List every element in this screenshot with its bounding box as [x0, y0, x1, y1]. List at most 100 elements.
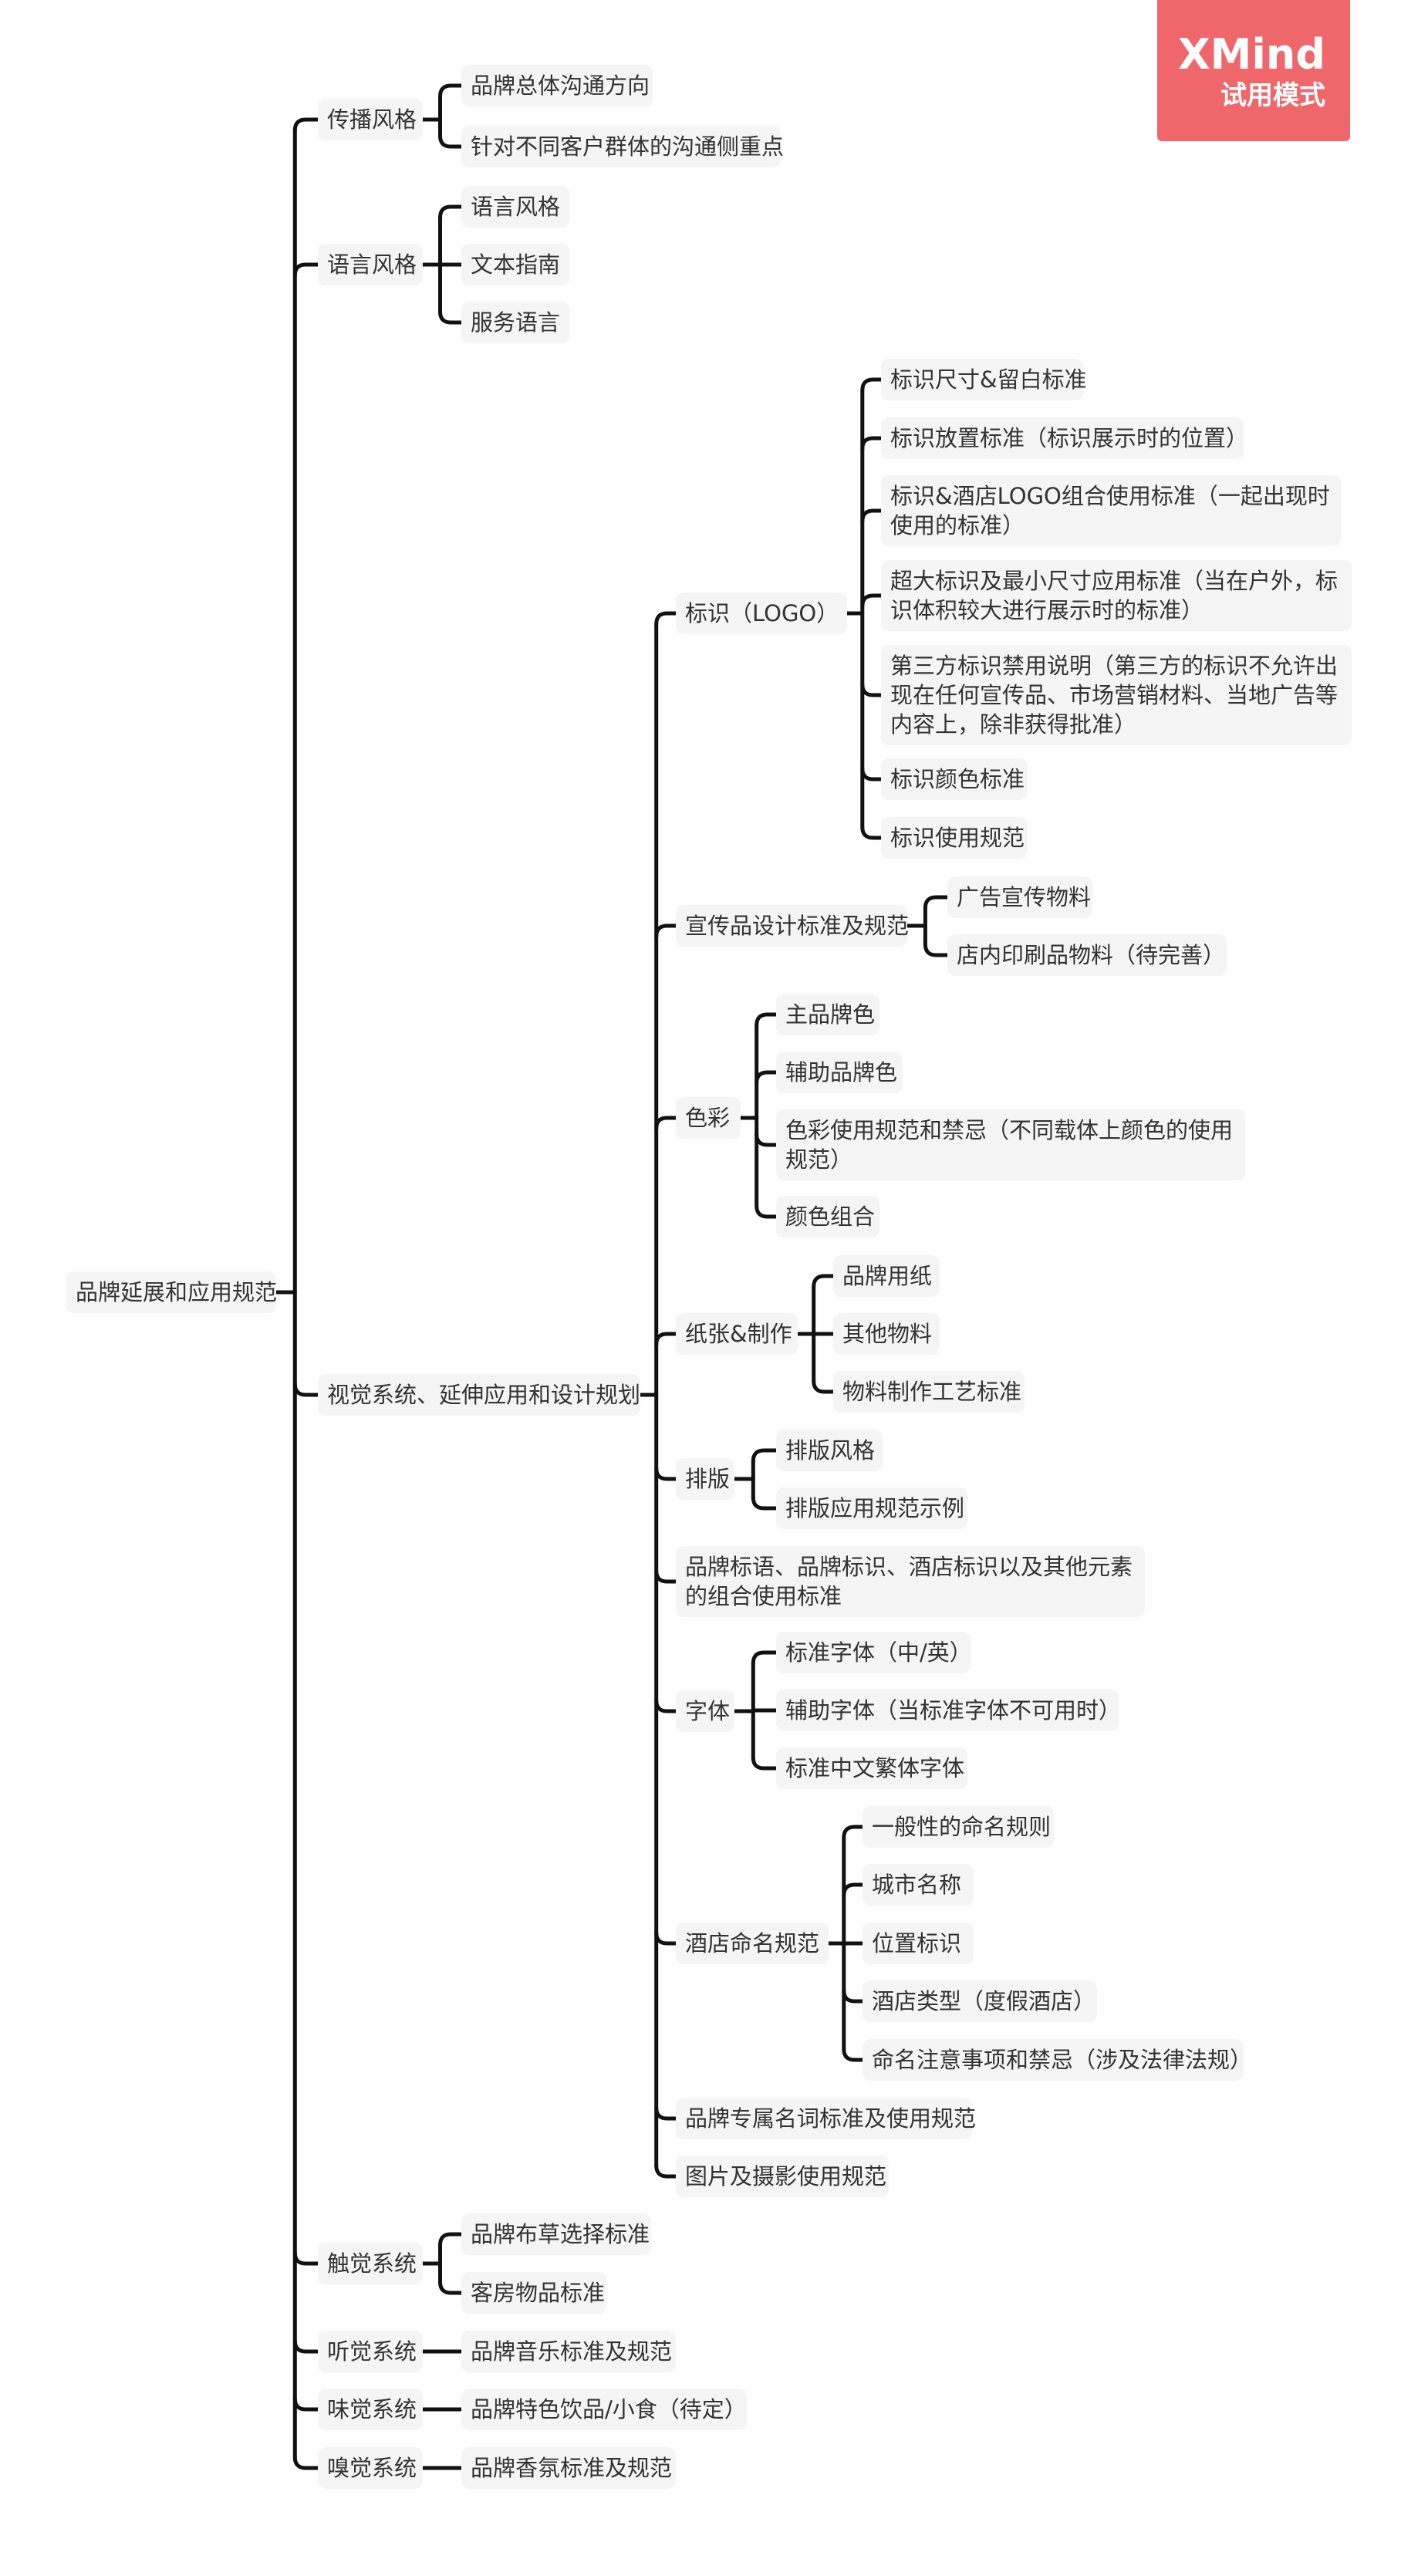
child-connector	[842, 2047, 865, 2062]
main-topic[interactable]: 味觉系统	[318, 2389, 423, 2430]
subtopic[interactable]: 一般性的命名规则	[863, 1806, 1054, 1848]
subtopic[interactable]: 辅助品牌色	[776, 1052, 903, 1093]
subtopic[interactable]: 标识使用规范	[881, 817, 1028, 859]
child-connector	[842, 1988, 865, 2004]
subtopic[interactable]: 排版风格	[776, 1430, 883, 1471]
subtopic[interactable]: 图片及摄影使用规范	[676, 2156, 889, 2197]
child-connector	[755, 1204, 778, 1219]
child-connector	[812, 1274, 836, 1289]
subtopic[interactable]: 针对不同客户群体的沟通侧重点	[461, 126, 784, 167]
subtopic[interactable]: 语言风格	[461, 186, 569, 228]
child-connector	[292, 2396, 320, 2412]
child-connector	[860, 682, 883, 697]
child-connector	[292, 2250, 320, 2266]
child-connector	[842, 1825, 865, 1840]
child-connector	[860, 593, 883, 609]
subtopic[interactable]: 颜色组合	[776, 1196, 879, 1237]
subtopic[interactable]: 命名注意事项和禁忌（涉及法律法规）	[863, 2039, 1252, 2081]
child-connector	[755, 1132, 778, 1147]
subtopic[interactable]: 品牌总体沟通方向	[461, 65, 653, 106]
subtopic[interactable]: 主品牌色	[776, 994, 879, 1035]
subtopic[interactable]: 物料制作工艺标准	[833, 1371, 1025, 1413]
subtopic[interactable]: 品牌用纸	[833, 1255, 940, 1297]
child-connector	[438, 83, 464, 99]
subtopic[interactable]: 城市名称	[863, 1864, 974, 1906]
subtopic[interactable]: 标识&酒店LOGO组合使用标准（一起出现时使用的标准）	[881, 475, 1341, 546]
child-connector	[751, 1495, 778, 1511]
subtopic[interactable]: 广告宣传物料	[947, 876, 1092, 918]
subtopic[interactable]: 品牌音乐标准及规范	[461, 2331, 676, 2372]
child-connector	[292, 1382, 320, 1397]
child-connector	[292, 2338, 320, 2354]
child-connector	[860, 508, 883, 524]
child-connector	[292, 2455, 320, 2470]
subtopic[interactable]: 排版应用规范示例	[776, 1487, 967, 1529]
subtopic[interactable]: 服务语言	[461, 302, 569, 343]
child-connector	[654, 611, 678, 626]
subtopic[interactable]: 辅助字体（当标准字体不可用时）	[776, 1690, 1121, 1731]
subtopic[interactable]: 排版	[676, 1458, 734, 1500]
subtopic[interactable]: 标识颜色标准	[881, 758, 1028, 800]
subtopic[interactable]: 标识放置标准（标识展示时的位置）	[881, 417, 1248, 459]
child-connector	[438, 2280, 464, 2295]
child-connector	[438, 2232, 464, 2247]
child-connector	[438, 309, 464, 325]
child-connector	[755, 1070, 778, 1085]
child-connector	[654, 1332, 678, 1347]
subtopic[interactable]: 色彩	[676, 1097, 741, 1139]
child-connector	[755, 1012, 778, 1028]
subtopic[interactable]: 字体	[676, 1690, 734, 1732]
subtopic[interactable]: 文本指南	[461, 244, 569, 285]
child-connector	[751, 1755, 778, 1771]
subtopic[interactable]: 宣传品设计标准及规范	[676, 905, 909, 947]
subtopic[interactable]: 超大标识及最小尺寸应用标准（当在户外，标识体积较大进行展示时的标准）	[881, 560, 1352, 631]
child-connector	[438, 133, 464, 149]
subtopic[interactable]: 其他物料	[833, 1313, 940, 1355]
child-connector	[860, 766, 883, 782]
main-topic[interactable]: 传播风格	[318, 99, 423, 140]
subtopic[interactable]: 标准字体（中/英）	[776, 1632, 972, 1673]
subtopic[interactable]: 酒店类型（度假酒店）	[863, 1980, 1097, 2022]
subtopic[interactable]: 品牌香氛标准及规范	[461, 2447, 676, 2489]
subtopic[interactable]: 第三方标识禁用说明（第三方的标识不允许出现在任何宣传品、市场营销材料、当地广告等…	[881, 645, 1352, 745]
main-topic[interactable]: 视觉系统、延伸应用和设计规划	[318, 1374, 640, 1416]
subtopic[interactable]: 标准中文繁体字体	[776, 1747, 967, 1789]
subtopic[interactable]: 店内印刷品物料（待完善）	[947, 934, 1227, 976]
subtopic[interactable]: 品牌布草选择标准	[461, 2213, 651, 2255]
child-connector	[654, 1698, 678, 1713]
subtopic[interactable]: 色彩使用规范和禁忌（不同载体上颜色的使用规范）	[776, 1109, 1245, 1180]
main-topic[interactable]: 语言风格	[318, 244, 423, 285]
child-connector	[860, 825, 883, 840]
child-connector	[812, 1379, 836, 1394]
central-topic[interactable]: 品牌延展和应用规范	[66, 1271, 277, 1313]
subtopic[interactable]: 纸张&制作	[676, 1313, 798, 1355]
subtopic[interactable]: 客房物品标准	[461, 2272, 606, 2314]
child-connector	[654, 1930, 678, 1946]
watermark-title: XMind	[1178, 30, 1325, 79]
main-topic[interactable]: 听觉系统	[318, 2331, 423, 2372]
main-topic[interactable]: 触觉系统	[318, 2243, 423, 2284]
child-connector	[654, 2105, 678, 2121]
child-connector	[923, 942, 950, 957]
subtopic[interactable]: 位置标识	[863, 1923, 974, 1964]
child-connector	[654, 923, 678, 939]
subtopic[interactable]: 品牌特色饮品/小食（待定）	[461, 2389, 747, 2430]
child-connector	[860, 377, 883, 393]
child-connector	[751, 1448, 778, 1464]
child-connector	[923, 895, 950, 910]
trial-watermark: XMind 试用模式	[1157, 0, 1350, 141]
main-topic[interactable]: 嗅觉系统	[318, 2447, 423, 2489]
watermark-subtitle: 试用模式	[1220, 80, 1325, 111]
child-connector	[438, 204, 464, 220]
subtopic[interactable]: 酒店命名规范	[676, 1923, 829, 1964]
subtopic[interactable]: 标识尺寸&留白标准	[881, 359, 1087, 400]
subtopic[interactable]: 标识（LOGO）	[676, 593, 847, 634]
child-connector	[654, 1116, 678, 1131]
child-connector	[842, 1882, 865, 1898]
child-connector	[292, 117, 320, 133]
subtopic[interactable]: 品牌专属名词标准及使用规范	[676, 2098, 976, 2139]
subtopic[interactable]: 品牌标语、品牌标识、酒店标识以及其他元素的组合使用标准	[676, 1546, 1145, 1617]
child-connector	[654, 1568, 678, 1584]
